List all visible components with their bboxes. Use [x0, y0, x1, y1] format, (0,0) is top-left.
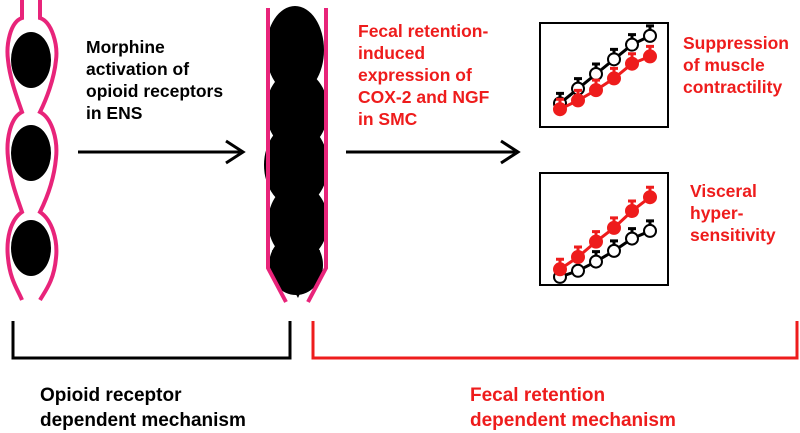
step1-line: opioid receptors [86, 81, 224, 101]
data-point-control [607, 52, 621, 67]
step2-line: expression of [358, 65, 472, 85]
normal-intestine-segment [5, 0, 59, 302]
data-point-treated [643, 190, 657, 205]
data-point-treated [589, 234, 603, 249]
step2-line: Fecal retention- [358, 21, 489, 41]
bracket1-line: Opioid receptor [40, 385, 182, 406]
arrow-2 [346, 139, 521, 165]
bracket-opioid-label: Opioid receptor dependent mechanism [40, 383, 246, 433]
outcome1-line: Suppression [683, 33, 789, 53]
intestine-wall-right [37, 0, 59, 302]
data-point-treated [607, 220, 621, 235]
chart-sensitivity [553, 185, 657, 284]
data-point-control [625, 231, 639, 246]
fecal-pellet-1 [11, 32, 51, 88]
data-point-control [571, 263, 585, 278]
outcome1-line: of muscle [683, 55, 765, 75]
outcome2-line: sensitivity [690, 225, 776, 245]
step2-line: in SMC [358, 109, 418, 129]
retained-feces-mass [264, 6, 328, 298]
arrow-1 [78, 139, 246, 165]
step1-line: activation of [86, 59, 190, 79]
outcome-sensitivity-label: Visceral hyper- sensitivity [690, 180, 776, 246]
bracket-opioid [11, 321, 292, 360]
step1-label: Morphine activation of opioid receptors … [86, 36, 223, 124]
distended-wall-right [306, 8, 328, 303]
bracket-fecal-retention [311, 321, 799, 360]
step2-line: COX-2 and NGF [358, 87, 490, 107]
intestine-wall-left [5, 0, 25, 301]
step2-label: Fecal retention- induced expression of C… [358, 20, 489, 130]
distended-intestine-segment [264, 6, 328, 303]
bracket2-line: Fecal retention [470, 385, 606, 406]
bracket-fecal-label: Fecal retention dependent mechanism [470, 383, 676, 433]
step1-line: in ENS [86, 103, 143, 123]
data-point-treated [643, 49, 657, 64]
data-point-treated [625, 204, 639, 218]
data-point-treated [553, 102, 567, 117]
bracket2-line: dependent mechanism [470, 410, 676, 431]
data-point-control [643, 28, 657, 43]
outcome1-line: contractility [683, 77, 783, 97]
data-point-treated [571, 93, 585, 108]
data-point-control [643, 223, 657, 238]
outcome2-line: Visceral [690, 181, 757, 201]
data-point-control [607, 243, 621, 258]
step1-line: Morphine [86, 37, 165, 57]
data-point-control [589, 67, 603, 81]
data-point-control [589, 254, 603, 269]
data-point-treated [625, 56, 639, 71]
bracket1-line: dependent mechanism [40, 410, 246, 431]
step2-line: induced [358, 43, 426, 63]
outcome2-line: hyper- [690, 203, 744, 223]
data-point-treated [589, 83, 603, 98]
data-point-treated [607, 71, 621, 86]
data-point-treated [571, 250, 585, 264]
distended-wall-left [266, 8, 288, 303]
chart-contractility [553, 24, 657, 117]
fecal-pellet-3 [11, 220, 51, 276]
data-point-control [625, 37, 639, 52]
fecal-pellet-2 [11, 125, 51, 181]
data-point-treated [553, 262, 567, 277]
outcome-contractility-label: Suppression of muscle contractility [683, 32, 789, 98]
